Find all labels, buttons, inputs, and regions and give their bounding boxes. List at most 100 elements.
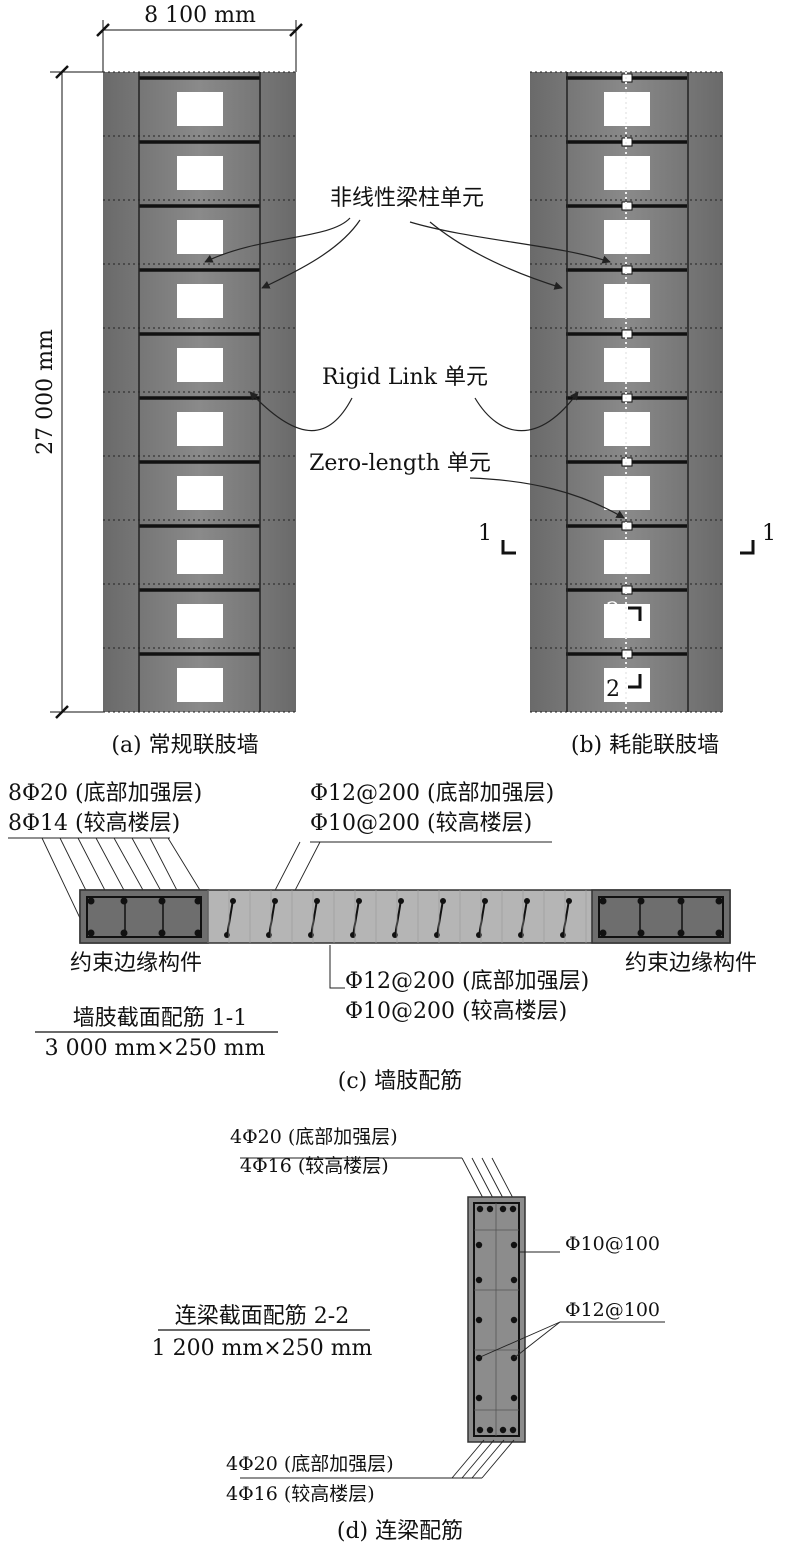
web-bar <box>266 932 272 938</box>
c-bars-upper: 8Φ14 (较高楼层) <box>8 811 180 836</box>
caption-c: (c) 墙肢配筋 <box>338 1069 462 1094</box>
caption-b: (b) 耗能联肢墙 <box>571 733 719 758</box>
side-bar <box>510 1316 518 1324</box>
web-bar <box>398 898 404 904</box>
web-tie <box>436 899 444 937</box>
web-bar <box>524 898 530 904</box>
side-bar <box>475 1276 483 1284</box>
longitudinal-bar <box>637 929 645 937</box>
dim-width-label: 8 100 mm <box>144 3 256 28</box>
section-1-left-bracket <box>501 540 516 555</box>
door-opening <box>177 156 223 190</box>
door-opening <box>177 412 223 446</box>
bottom-bar <box>486 1426 494 1434</box>
side-bar <box>510 1394 518 1402</box>
wall-section-1-1 <box>79 889 731 944</box>
web-tie <box>520 899 528 937</box>
web-tie <box>226 899 234 937</box>
side-bar <box>510 1241 518 1249</box>
longitudinal-bar <box>599 897 607 905</box>
d-bot-bottom: 4Φ20 (底部加强层) <box>226 1453 394 1475</box>
section-mark-2-upper: 2 <box>606 599 620 624</box>
web-tie <box>562 899 570 937</box>
web-tie <box>394 899 402 937</box>
c-boundary-right: 约束边缘构件 <box>625 951 757 976</box>
d-section-size: 1 200 mm×250 mm <box>152 1336 373 1361</box>
d-stirrup: Φ10@100 <box>565 1233 660 1255</box>
longitudinal-bar <box>715 897 723 905</box>
label-nonlinear: 非线性梁柱单元 <box>330 186 484 211</box>
web-bar <box>314 898 320 904</box>
longitudinal-bar <box>158 929 166 937</box>
door-opening <box>177 668 223 702</box>
web-bar <box>518 932 524 938</box>
longitudinal-bar <box>599 929 607 937</box>
web-bar <box>560 932 566 938</box>
d-side-bars: Φ12@100 <box>565 1299 660 1321</box>
panel-b-wall <box>530 71 723 713</box>
longitudinal-bar <box>715 929 723 937</box>
longitudinal-bar <box>677 897 685 905</box>
top-bar <box>476 1205 484 1213</box>
longitudinal-bar <box>87 929 95 937</box>
top-bar <box>509 1205 517 1213</box>
caption-a: (a) 常规联肢墙 <box>111 733 258 758</box>
side-bar <box>475 1241 483 1249</box>
web-tie <box>478 899 486 937</box>
door-opening <box>177 284 223 318</box>
web-bar <box>482 898 488 904</box>
bottom-bar <box>499 1426 507 1434</box>
label-zero-length: Zero-length 单元 <box>309 451 491 476</box>
section-2-upper-bracket <box>628 606 642 621</box>
door-opening <box>177 604 223 638</box>
door-opening <box>177 92 223 126</box>
d-top-bottom: 4Φ20 (底部加强层) <box>230 1126 398 1148</box>
beam-section-2-2 <box>467 1196 526 1443</box>
d-section-title: 连梁截面配筋 2-2 <box>175 1304 349 1329</box>
web-bar <box>392 932 398 938</box>
web-tie <box>268 899 276 937</box>
c-stirrup-bottom: Φ12@200 (底部加强层) <box>310 781 554 806</box>
longitudinal-bar <box>194 929 202 937</box>
web-bar <box>440 898 446 904</box>
side-bar <box>510 1276 518 1284</box>
web-bar <box>350 932 356 938</box>
section-mark-1-left: 1 <box>478 521 492 546</box>
web-bar <box>476 932 482 938</box>
panel-a-wall <box>103 71 296 713</box>
web-bar <box>224 932 230 938</box>
web-bar <box>230 898 236 904</box>
longitudinal-bar <box>120 929 128 937</box>
web-bar <box>308 932 314 938</box>
longitudinal-bar <box>158 897 166 905</box>
side-bar <box>475 1394 483 1402</box>
section-mark-2-lower: 2 <box>606 677 620 702</box>
c-section-size: 3 000 mm×250 mm <box>45 1036 266 1061</box>
d-bot-upper: 4Φ16 (较高楼层) <box>226 1483 375 1505</box>
web-tie <box>352 899 360 937</box>
web-tie <box>310 899 318 937</box>
longitudinal-bar <box>87 897 95 905</box>
longitudinal-bar <box>194 897 202 905</box>
c-section-title: 墙肢截面配筋 1-1 <box>73 1006 247 1031</box>
c-web-bottom: Φ12@200 (底部加强层) <box>345 969 589 994</box>
section-mark-1-right: 1 <box>762 521 776 546</box>
label-rigid-link: Rigid Link 单元 <box>322 365 488 390</box>
d-bottom-leaders <box>451 1439 515 1479</box>
side-bar <box>475 1316 483 1324</box>
section-1-right-bracket <box>740 540 755 555</box>
longitudinal-bar <box>677 929 685 937</box>
c-boundary-left: 约束边缘构件 <box>70 951 202 976</box>
longitudinal-bar <box>120 897 128 905</box>
web-bar <box>272 898 278 904</box>
door-opening <box>177 476 223 510</box>
dimension-width: 8 100 mm <box>96 3 303 72</box>
top-bar <box>486 1205 494 1213</box>
door-opening <box>177 540 223 574</box>
c-web-upper: Φ10@200 (较高楼层) <box>345 999 567 1024</box>
section-2-lower-bracket <box>628 674 642 689</box>
longitudinal-bar <box>637 897 645 905</box>
dimension-height: 27 000 mm <box>33 65 103 719</box>
door-opening <box>177 348 223 382</box>
